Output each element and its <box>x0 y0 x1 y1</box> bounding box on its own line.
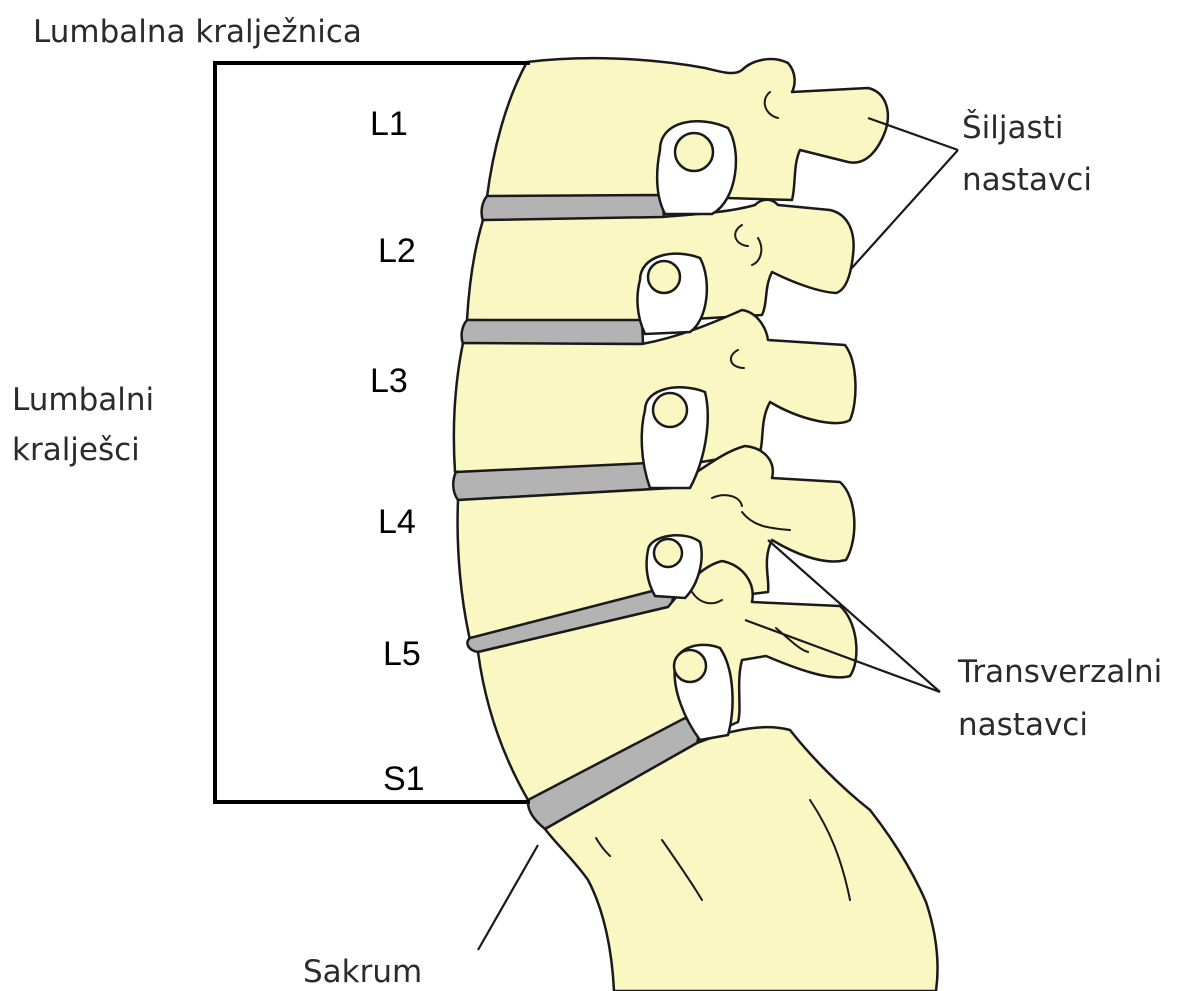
spinous-processes-label: Šiljasti nastavci <box>962 109 1092 198</box>
vertebra-label-s1: S1 <box>383 760 425 798</box>
pedicle-l1 <box>675 133 713 171</box>
diagram-title-text: Lumbalna kralježnica <box>33 14 362 50</box>
transverse-processes-label-line-2: nastavci <box>958 707 1088 743</box>
sacrum-label-text: Sakrum <box>303 954 422 990</box>
vertebra-label-l4-text: L4 <box>378 503 416 541</box>
lumbar-vertebrae-label: Lumbalni kralješci <box>12 382 164 468</box>
vertebra-label-l4: L4 <box>378 503 416 541</box>
spinous-processes-label-line-1: Šiljasti <box>962 109 1063 146</box>
transverse-processes-label-line-1: Transverzalni <box>957 654 1162 690</box>
vertebra-label-l3-text: L3 <box>370 362 408 400</box>
vertebra-label-l1-text: L1 <box>370 105 408 143</box>
lumbar-vertebrae-label-line-1: Lumbalni <box>12 382 154 418</box>
sacrum-label: Sakrum <box>303 954 422 990</box>
pedicle-l5 <box>674 650 706 682</box>
sacrum-leader <box>478 845 538 950</box>
disc-l2-l3 <box>462 320 643 344</box>
vertebra-label-s1-text: S1 <box>383 760 425 798</box>
vertebra-label-l1: L1 <box>370 105 408 143</box>
vertebra-label-l5: L5 <box>383 635 421 673</box>
pedicle-l3 <box>653 393 687 427</box>
vertebra-label-l5-text: L5 <box>383 635 421 673</box>
spinous-leader-lower <box>850 150 958 270</box>
pedicle-l2 <box>648 261 680 293</box>
spinous-processes-label-line-2: nastavci <box>962 162 1092 198</box>
vertebra-label-l3: L3 <box>370 362 408 400</box>
diagram-title: Lumbalna kralježnica <box>33 14 362 50</box>
vertebra-label-l2-text: L2 <box>378 232 416 270</box>
transverse-processes-label: Transverzalni nastavci <box>957 654 1172 743</box>
lumbar-vertebrae-label-line-2: kralješci <box>12 432 140 468</box>
pedicle-l4 <box>654 539 682 567</box>
vertebra-label-l2: L2 <box>378 232 416 270</box>
